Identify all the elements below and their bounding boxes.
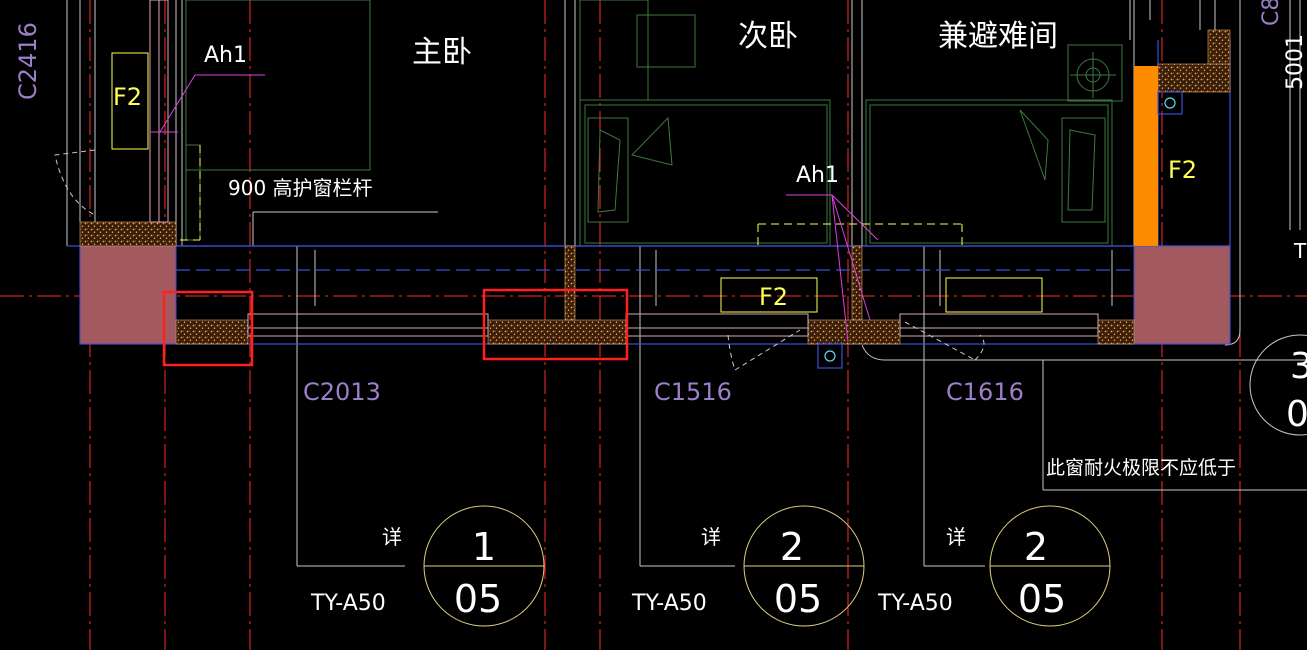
masonry-6 bbox=[1097, 319, 1135, 345]
orange-strip bbox=[1134, 66, 1158, 246]
masonry-4 bbox=[807, 319, 901, 345]
edge-label-5001: 5001 bbox=[1283, 34, 1307, 90]
frame-c1616 bbox=[899, 313, 1099, 337]
detail-2-ref: TY-A50 bbox=[631, 591, 707, 616]
detail-1-top: 1 bbox=[472, 525, 496, 569]
label-ah1-left: Ah1 bbox=[204, 43, 247, 68]
window-label-c1616: C1616 bbox=[946, 378, 1024, 406]
window-label-c1516: C1516 bbox=[654, 378, 732, 406]
edge-circle-top: 3 bbox=[1290, 346, 1307, 387]
appliance-box bbox=[1067, 44, 1123, 102]
dashed-lines bbox=[180, 145, 963, 246]
pillow-second bbox=[587, 117, 629, 223]
markers bbox=[817, 91, 1183, 369]
highlight-box-2 bbox=[482, 288, 629, 361]
leader-ah1-right-2 bbox=[831, 194, 879, 241]
f2-box-right-extra bbox=[945, 277, 1043, 313]
masonry-3 bbox=[564, 245, 576, 321]
marker-circle-1 bbox=[824, 350, 836, 362]
bed-refuge-inner bbox=[869, 104, 1109, 244]
columns bbox=[79, 245, 1231, 345]
detail-3-bottom: 05 bbox=[1018, 577, 1066, 621]
label-f2-center: F2 bbox=[759, 283, 788, 311]
masonry-5 bbox=[851, 245, 863, 321]
cabinet-master bbox=[185, 144, 201, 241]
masonry-2 bbox=[487, 319, 627, 345]
f2-boxes bbox=[111, 52, 1043, 313]
room-second-bedroom: 次卧 bbox=[738, 19, 798, 54]
frame-c2013 bbox=[247, 313, 489, 337]
detail-3-top: 2 bbox=[1024, 525, 1048, 569]
line-c1616-curve bbox=[861, 344, 1307, 361]
door-swing-left bbox=[54, 149, 96, 216]
leader-ah1-right-3 bbox=[831, 194, 871, 321]
window-label-c2013: C2013 bbox=[303, 378, 381, 406]
label-f2-left: F2 bbox=[113, 83, 142, 111]
detail-circles bbox=[423, 505, 1111, 627]
door-swing-c1616 bbox=[904, 321, 985, 361]
f2-box-left bbox=[111, 52, 149, 150]
label-ah1-right: Ah1 bbox=[796, 163, 839, 188]
window-label-c2416: C2416 bbox=[14, 22, 42, 100]
marker-box-2 bbox=[1157, 91, 1183, 115]
label-railing-note: 900 高护窗栏杆 bbox=[228, 176, 373, 200]
column-left bbox=[79, 245, 177, 345]
highlight-boxes bbox=[162, 288, 629, 367]
edge-circle-outline bbox=[1249, 334, 1307, 436]
masonry bbox=[79, 29, 1231, 345]
marker-circle-2 bbox=[1164, 97, 1176, 109]
highlight-box-1 bbox=[162, 290, 254, 367]
bed-master bbox=[185, 0, 371, 171]
detail-3-ref: TY-A50 bbox=[877, 591, 953, 616]
label-fire-note: 此窗耐火极限不应低于 bbox=[1046, 457, 1236, 479]
bed-second-inner bbox=[584, 104, 828, 244]
room-refuge: 兼避难间 bbox=[938, 19, 1058, 54]
leader-ah1-right-1 bbox=[831, 194, 849, 343]
frame-c1516 bbox=[625, 313, 809, 337]
f2-box-center bbox=[720, 277, 818, 313]
detail-1-ref: TY-A50 bbox=[310, 591, 386, 616]
room-master-bedroom: 主卧 bbox=[412, 35, 472, 70]
masonry-1 bbox=[175, 319, 249, 345]
masonry-7 bbox=[79, 221, 177, 247]
line-edge-curve bbox=[1224, 0, 1241, 346]
pillow-refuge bbox=[1061, 117, 1106, 223]
detail-3-prefix: 详 bbox=[946, 525, 966, 549]
detail-1-bottom: 05 bbox=[454, 577, 502, 621]
masonry-8 bbox=[1157, 63, 1231, 93]
edge-label-t: T bbox=[1293, 239, 1307, 263]
marker-box-1 bbox=[817, 343, 843, 369]
leader-ah1-left-d bbox=[159, 74, 196, 133]
edge-circle-bottom: 0 bbox=[1286, 394, 1307, 435]
label-f2-right: F2 bbox=[1168, 156, 1197, 184]
masonry-9 bbox=[1207, 29, 1231, 65]
detail-2-top: 2 bbox=[780, 525, 804, 569]
leaders bbox=[150, 74, 879, 343]
blanket-fold-second bbox=[631, 116, 673, 166]
nightstand-second bbox=[636, 14, 696, 68]
blanket-fold-refuge bbox=[1019, 109, 1049, 181]
column-right bbox=[1133, 245, 1231, 345]
detail-2-bottom: 05 bbox=[774, 577, 822, 621]
detail-1-prefix: 详 bbox=[382, 525, 402, 549]
interior-lines bbox=[66, 0, 1307, 567]
edge-label-c8: C8 bbox=[1259, 0, 1284, 26]
door-swing-c1516 bbox=[727, 329, 801, 371]
detail-2-prefix: 详 bbox=[701, 525, 721, 549]
